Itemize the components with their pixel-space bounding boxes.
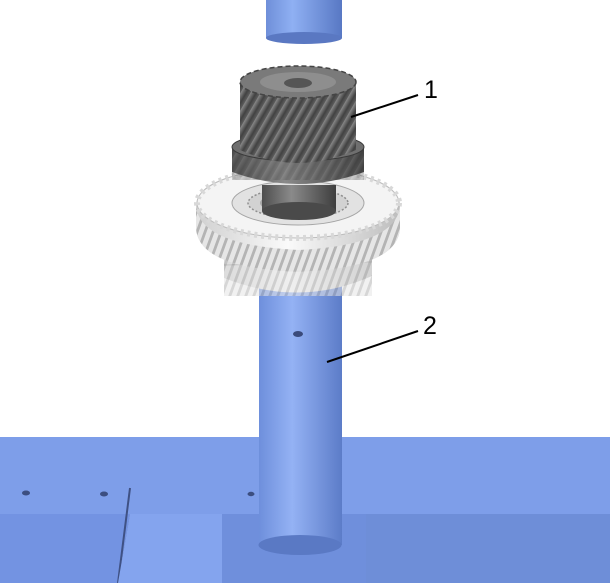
- leader-line-2: [326, 330, 419, 363]
- press-tool: [266, 0, 342, 44]
- callout-number-1: 1: [424, 76, 438, 104]
- inner-hub: [262, 185, 336, 220]
- shaft: [258, 270, 342, 555]
- leader-line-1: [350, 94, 419, 118]
- pinion-gear: [239, 65, 357, 163]
- leader-lines: [326, 94, 419, 363]
- base-plate: [0, 437, 610, 583]
- callout-number-2: 2: [423, 312, 437, 340]
